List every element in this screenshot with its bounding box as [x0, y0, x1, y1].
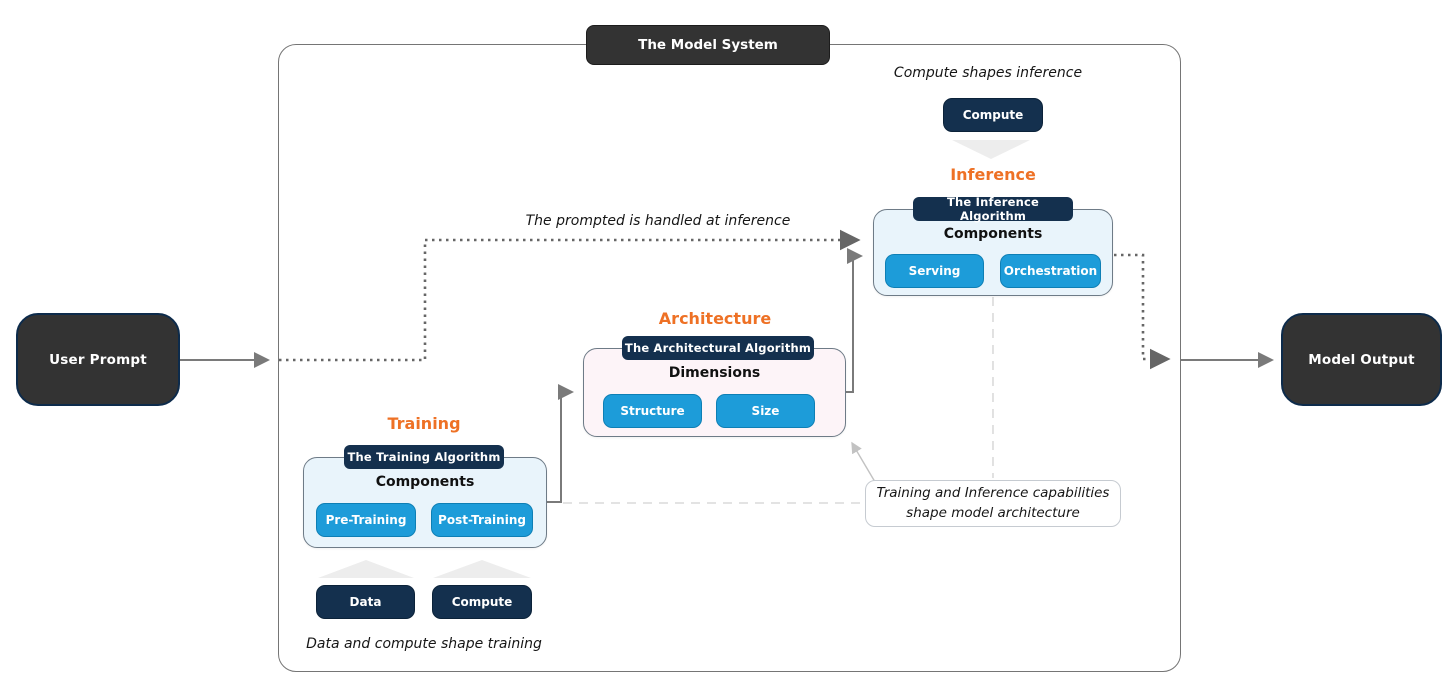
prompt-inference-annotation: The prompted is handled at inference	[525, 213, 791, 229]
orchestration-node: Orchestration	[1000, 254, 1101, 288]
training-heading: Training	[387, 413, 461, 433]
pre-training-node: Pre-Training	[316, 503, 416, 537]
model-output-node: Model Output	[1281, 313, 1442, 406]
user-prompt-node: User Prompt	[16, 313, 180, 406]
size-node: Size	[716, 394, 815, 428]
structure-node: Structure	[603, 394, 702, 428]
post-training-node: Post-Training	[431, 503, 533, 537]
training-card-title: Components	[375, 474, 475, 490]
model-system-title-label: The Model System	[638, 37, 778, 53]
data-compute-annotation: Data and compute shape training	[306, 636, 542, 652]
architecture-heading: Architecture	[658, 308, 772, 328]
model-output-label: Model Output	[1308, 351, 1415, 368]
user-prompt-label: User Prompt	[49, 351, 147, 368]
inference-heading: Inference	[950, 164, 1036, 184]
compute-shapes-inference-annotation: Compute shapes inference	[893, 65, 1083, 81]
data-node: Data	[316, 585, 415, 619]
training-algorithm-label: The Training Algorithm	[344, 445, 504, 469]
model-system-title: The Model System	[586, 25, 830, 65]
architecture-algorithm-label: The Architectural Algorithm	[622, 336, 814, 360]
architecture-note-line1: Training and Inference capabilities	[876, 484, 1110, 501]
training-compute-node: Compute	[432, 585, 532, 619]
architecture-card-title: Dimensions	[668, 365, 761, 381]
inference-compute-node: Compute	[943, 98, 1043, 132]
inference-card-title: Components	[943, 226, 1043, 242]
architecture-note-line2: shape model architecture	[906, 504, 1080, 521]
serving-node: Serving	[885, 254, 984, 288]
inference-algorithm-label: The Inference Algorithm	[913, 195, 1073, 223]
architecture-note-box: Training and Inference capabilities shap…	[865, 480, 1121, 527]
